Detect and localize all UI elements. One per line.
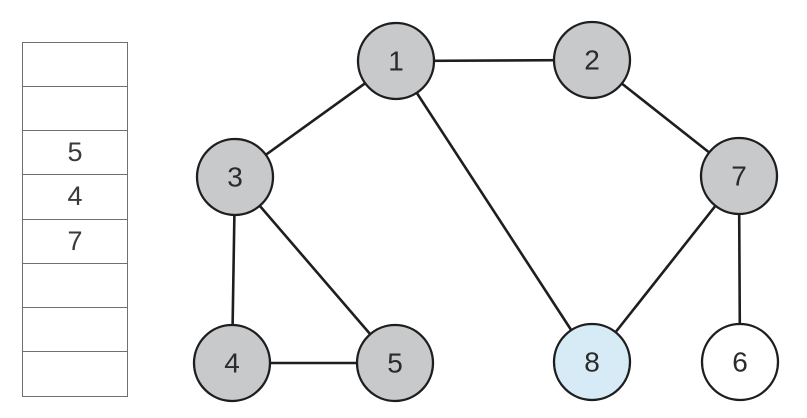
graph-node-circle-5 [355,323,435,403]
graph-node-3: 3 [195,137,275,217]
graph-node-2: 2 [552,20,632,100]
graph-node-label-3: 3 [227,162,243,193]
graph-node-circle-7 [699,136,779,216]
graph-node-1: 1 [356,21,436,101]
graph-node-circle-8 [552,322,632,402]
graph-node-7: 7 [699,136,779,216]
graph-node-label-7: 7 [731,161,747,192]
graph-node-label-8: 8 [584,347,600,378]
graph-node-label-1: 1 [388,46,404,77]
graph-node-circle-3 [195,137,275,217]
queue-cell-4: 4 [23,175,127,220]
graph-node-circle-6 [700,322,780,402]
graph-node-6: 6 [700,322,780,402]
graph-node-8: 8 [552,322,632,402]
graph-node-circle-2 [552,20,632,100]
graph-edge-1-8 [394,60,594,363]
graph-edge-3-5 [234,176,396,364]
queue-cell-5: 7 [23,220,127,264]
graph-node-5: 5 [355,323,435,403]
graph-node-label-6: 6 [732,347,748,378]
graph-node-circle-1 [356,21,436,101]
queue-cell-6 [23,264,127,308]
queue-cell-3: 5 [23,131,127,176]
graph-node-4: 4 [192,323,272,403]
graph-node-label-4: 4 [224,348,240,379]
queue-cell-2 [23,87,127,132]
graph-node-label-5: 5 [387,348,403,379]
queue-cell-7 [23,308,127,352]
graph-node-label-2: 2 [584,45,600,76]
queue-cell-1 [23,43,127,88]
graph-edge-7-8 [590,175,741,363]
graph-node-circle-4 [192,323,272,403]
queue-table: 5 4 7 [22,42,128,397]
